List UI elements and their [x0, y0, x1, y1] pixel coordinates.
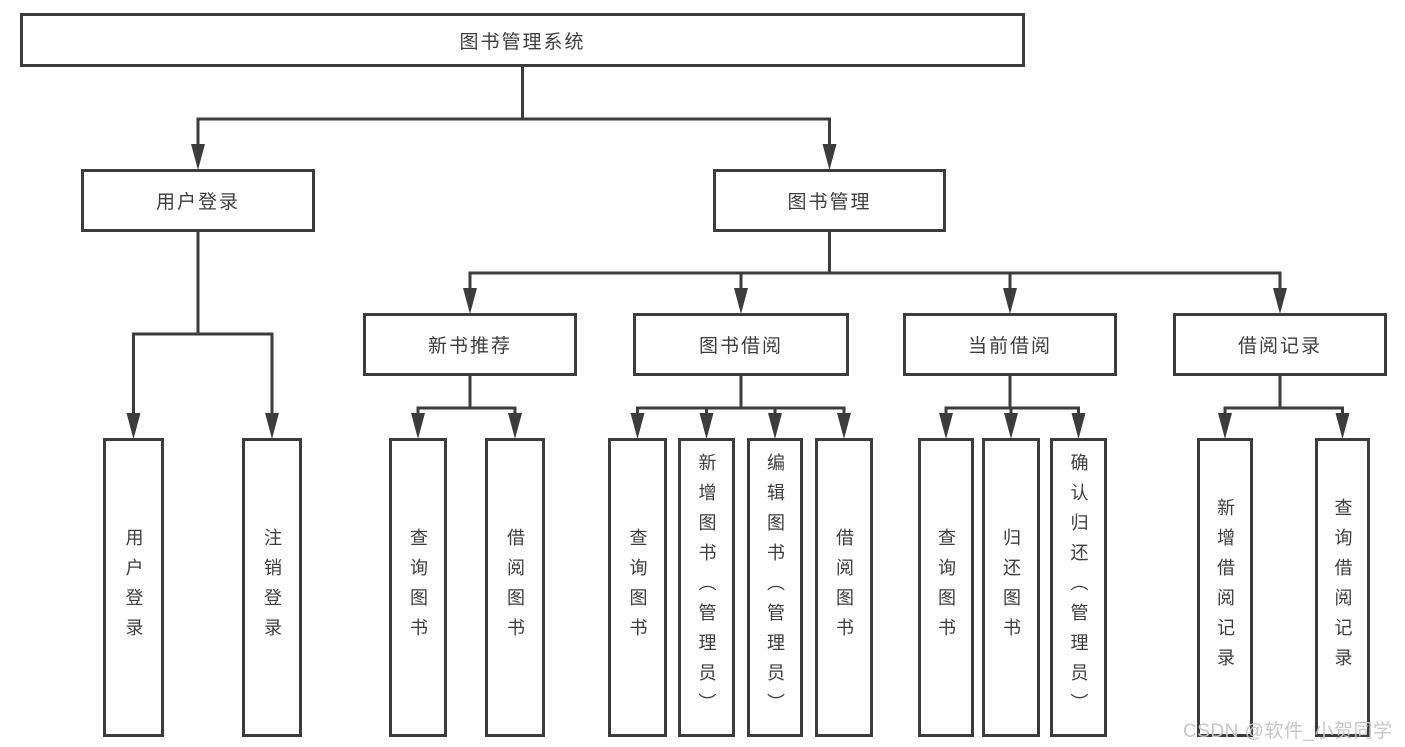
- node-label-b1: 查询图书: [627, 527, 648, 648]
- node-label-records: 借阅记录: [1237, 336, 1322, 357]
- arrowhead-icon: [837, 413, 851, 439]
- node-box-u1: 用户登录: [103, 438, 164, 737]
- node-label-borrow: 图书借阅: [698, 336, 783, 357]
- node-label-r1: 新增借阅记录: [1215, 497, 1235, 678]
- arrowhead-icon: [1335, 413, 1350, 439]
- arrowhead-icon: [1218, 413, 1232, 439]
- node-label-b4: 借阅图书: [834, 527, 854, 648]
- node-box-b4: 借阅图书: [815, 438, 873, 737]
- node-box-c2: 归还图书: [982, 438, 1040, 737]
- arrowhead-icon: [191, 144, 205, 170]
- arrowhead-icon: [734, 288, 748, 314]
- node-box-c3: 确认归还（管理员）: [1050, 438, 1107, 737]
- arrowhead-icon: [630, 413, 645, 439]
- node-label-newbook: 新书推荐: [427, 336, 512, 357]
- arrowhead-icon: [1273, 288, 1287, 314]
- arrowhead-icon: [768, 413, 782, 439]
- node-box-current: 当前借阅: [903, 313, 1117, 376]
- node-box-mgmt: 图书管理: [713, 169, 946, 232]
- arrowhead-icon: [699, 413, 714, 439]
- node-label-n2: 借阅图书: [505, 527, 525, 648]
- node-label-u2: 注销登录: [262, 527, 282, 648]
- node-box-n2: 借阅图书: [485, 438, 545, 737]
- arrowhead-icon: [1003, 288, 1017, 314]
- node-box-u2: 注销登录: [242, 438, 302, 737]
- node-box-root: 图书管理系统: [20, 13, 1025, 67]
- node-box-newbook: 新书推荐: [363, 313, 577, 376]
- node-box-borrow: 图书借阅: [633, 313, 849, 376]
- node-box-r2: 查询借阅记录: [1315, 438, 1370, 737]
- node-label-c2: 归还图书: [1001, 527, 1021, 648]
- arrowhead-icon: [1004, 413, 1018, 439]
- node-label-current: 当前借阅: [967, 336, 1052, 357]
- node-box-b1: 查询图书: [608, 438, 667, 737]
- node-label-c1: 查询图书: [936, 527, 956, 648]
- node-label-b3: 编辑图书（管理员）: [765, 452, 785, 723]
- node-box-n1: 查询图书: [389, 438, 447, 737]
- node-box-r1: 新增借阅记录: [1197, 438, 1253, 737]
- arrowhead-icon: [822, 144, 837, 170]
- node-label-b2: 新增图书（管理员）: [696, 452, 717, 723]
- node-label-u1: 用户登录: [123, 527, 144, 648]
- arrowhead-icon: [463, 288, 477, 314]
- node-box-login: 用户登录: [81, 169, 315, 232]
- arrowhead-icon: [939, 413, 953, 439]
- node-label-root: 图书管理系统: [459, 31, 586, 53]
- watermark-text: CSDN @软件_小贺同学: [1183, 721, 1393, 742]
- arrowhead-icon: [411, 413, 425, 439]
- node-label-login: 用户登录: [155, 192, 240, 213]
- arrowhead-icon: [508, 413, 522, 439]
- node-label-r2: 查询借阅记录: [1332, 497, 1353, 678]
- node-box-b2: 新增图书（管理员）: [678, 438, 735, 737]
- node-label-mgmt: 图书管理: [787, 192, 872, 213]
- node-box-records: 借阅记录: [1173, 313, 1387, 376]
- arrowhead-icon: [1071, 413, 1086, 439]
- node-box-b3: 编辑图书（管理员）: [747, 438, 803, 737]
- node-box-c1: 查询图书: [918, 438, 974, 737]
- node-label-c3: 确认归还（管理员）: [1068, 452, 1089, 723]
- arrowhead-icon: [126, 413, 141, 439]
- node-label-n1: 查询图书: [408, 527, 428, 648]
- arrowhead-icon: [265, 413, 279, 439]
